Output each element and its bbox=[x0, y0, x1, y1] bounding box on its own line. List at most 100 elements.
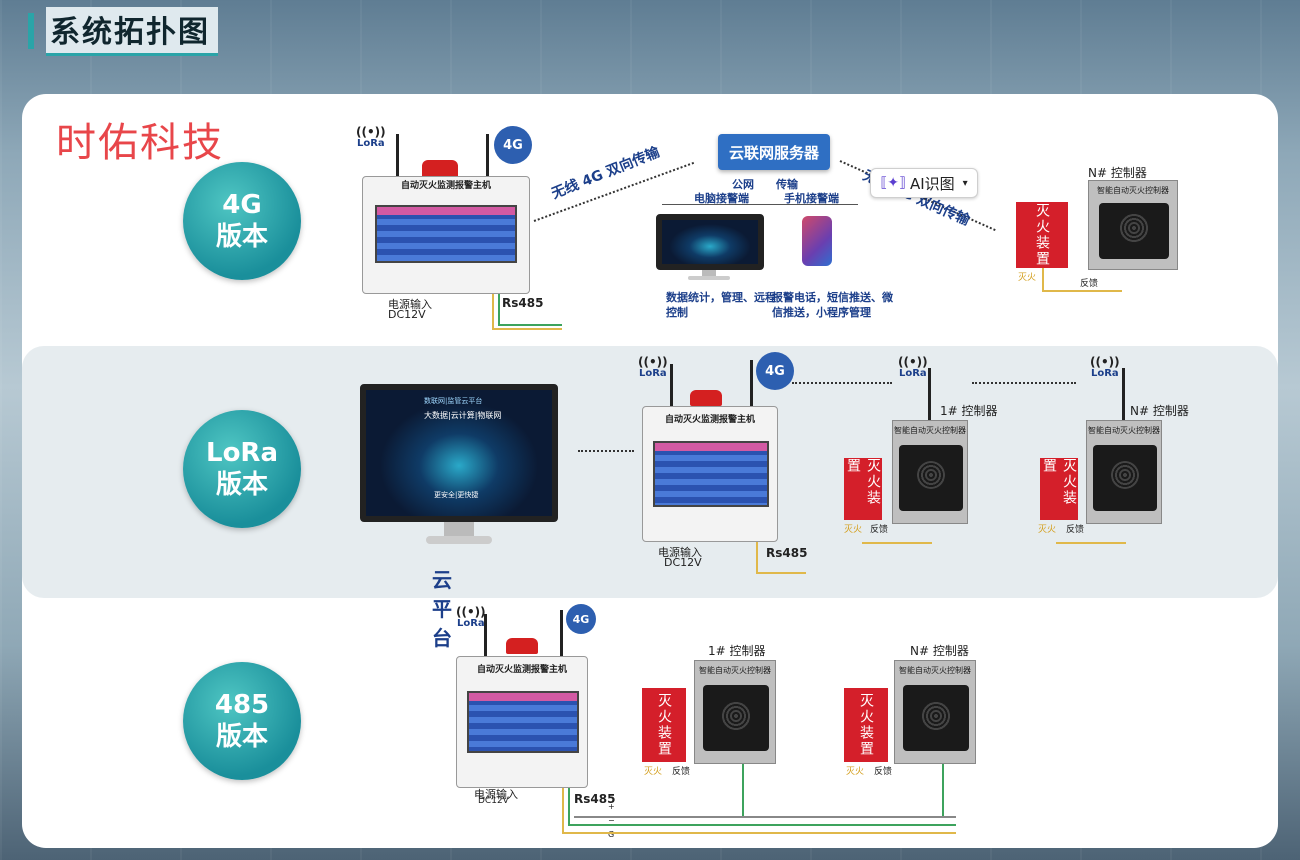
screen-sub: 大数据|云计算|物联网 bbox=[424, 411, 502, 420]
title-accent-bar bbox=[28, 13, 34, 49]
antenna-icon bbox=[750, 360, 753, 412]
wire bbox=[562, 832, 956, 834]
pc-end-label: 电脑接警端 bbox=[694, 192, 749, 205]
version-4g-circle: 4G 版本 bbox=[183, 162, 301, 280]
version-485-circle: 485 版本 bbox=[183, 662, 301, 780]
host-name: 自动灭火监测报警主机 bbox=[476, 665, 567, 675]
wire bbox=[498, 324, 562, 326]
ai-chip-label: AI识图 bbox=[909, 174, 955, 193]
controller-body: 智能自动灭火控制器 bbox=[894, 660, 976, 764]
controller-n-label: N# 控制器 bbox=[1088, 166, 1147, 180]
page-title: 系统拓扑图 bbox=[46, 6, 218, 56]
version-lora-circle: LoRa 版本 bbox=[183, 410, 301, 528]
host-enclosure: 自动灭火监测报警主机 bbox=[456, 656, 588, 788]
version-label: LoRa bbox=[206, 438, 278, 468]
lora-tag: ((•))LoRa bbox=[456, 605, 486, 629]
controller-model: 智能自动灭火控制器 bbox=[899, 666, 971, 675]
wire bbox=[1042, 268, 1044, 292]
public-net-label: 公网 bbox=[732, 178, 754, 191]
wire bbox=[742, 764, 744, 816]
antenna-icon bbox=[1122, 368, 1125, 422]
chevron-down-icon: ▾ bbox=[962, 177, 968, 189]
cloud-platform-screen: 数联网|监管云平台 大数据|云计算|物联网 更安全|更快捷 bbox=[360, 384, 558, 522]
fire-label: 灭火 bbox=[844, 525, 863, 535]
feedback-label: 反馈 bbox=[672, 767, 691, 777]
wire bbox=[1042, 290, 1122, 292]
phone-icon bbox=[802, 216, 832, 266]
wire bbox=[492, 294, 494, 330]
sparkle-scan-icon: ⟦✦⟧ bbox=[880, 175, 906, 191]
feedback-label: 反馈 bbox=[874, 767, 893, 777]
power-label: 电源输入 bbox=[474, 788, 518, 801]
version-label: 485 bbox=[214, 690, 270, 720]
antenna-icon bbox=[560, 610, 563, 658]
host-enclosure: 自动灭火监测报警主机 bbox=[642, 406, 778, 542]
wire bbox=[862, 542, 932, 544]
wire bbox=[942, 764, 944, 816]
controller-1-label: 1# 控制器 bbox=[940, 404, 998, 418]
controller-n-label: N# 控制器 bbox=[910, 644, 969, 658]
siren-icon bbox=[690, 390, 722, 406]
controller-body: 智能自动灭火控制器 bbox=[892, 420, 968, 524]
voltage-label: DC12V bbox=[664, 556, 702, 569]
antenna-icon bbox=[670, 364, 673, 412]
host-name: 自动灭火监测报警主机 bbox=[400, 181, 491, 191]
ai-recognize-button[interactable]: ⟦✦⟧ AI识图 ▾ bbox=[870, 168, 978, 198]
controller-n-label: N# 控制器 bbox=[1130, 404, 1189, 418]
badge-4g-icon: 4G bbox=[756, 352, 794, 390]
antenna-icon bbox=[486, 134, 489, 184]
wire bbox=[1056, 542, 1126, 544]
transfer-label: 传输 bbox=[776, 178, 798, 191]
wire-ground: G bbox=[608, 830, 615, 839]
wire bbox=[492, 328, 562, 330]
extinguisher-box: 灭火装置 bbox=[1016, 202, 1068, 268]
antenna-icon bbox=[396, 134, 399, 184]
pc-desc: 数据统计，管理、远程控制 bbox=[666, 291, 776, 319]
lora-tag: ((•))LoRa bbox=[356, 125, 386, 149]
antenna-icon bbox=[928, 368, 931, 422]
monitor-neck bbox=[444, 522, 474, 536]
topology-panel: 时佑科技 4G 版本 LoRa 版本 485 版本 ((•))LoRa 4G 自… bbox=[22, 94, 1278, 848]
version-label: 版本 bbox=[215, 470, 268, 500]
badge-4g-icon: 4G bbox=[566, 604, 596, 634]
host-name: 自动灭火监测报警主机 bbox=[664, 415, 755, 425]
bus-label: Rs485 bbox=[502, 296, 544, 310]
controller-model: 智能自动灭火控制器 bbox=[1088, 426, 1160, 435]
link-line bbox=[792, 382, 892, 384]
controller-model: 智能自动灭火控制器 bbox=[699, 666, 771, 675]
host-screen bbox=[375, 205, 517, 263]
controller-body: 智能自动灭火控制器 bbox=[1086, 420, 1162, 524]
wire bbox=[574, 816, 956, 818]
wire bbox=[568, 788, 570, 826]
voltage-label: DC12V bbox=[388, 308, 426, 321]
wire bbox=[568, 824, 956, 826]
lora-tag: ((•))LoRa bbox=[898, 355, 928, 379]
phone-desc: 报警电话，短信推送、微信推送，小程序管理 bbox=[772, 291, 893, 319]
connector-line bbox=[662, 204, 858, 205]
version-label: 版本 bbox=[215, 222, 268, 252]
controller-body: 智能自动灭火控制器 bbox=[1088, 180, 1178, 270]
feedback-label: 反馈 bbox=[1066, 525, 1085, 535]
extinguisher-box: 灭火装置 bbox=[844, 458, 882, 520]
antenna-icon bbox=[484, 614, 487, 658]
wire-plus: + bbox=[608, 802, 615, 811]
link-line bbox=[578, 450, 634, 452]
fire-label: 灭火 bbox=[644, 767, 663, 777]
host-enclosure: 自动灭火监测报警主机 bbox=[362, 176, 530, 294]
wire bbox=[498, 294, 500, 326]
extinguisher-box: 灭火装置 bbox=[642, 688, 686, 762]
controller-model: 智能自动灭火控制器 bbox=[894, 426, 966, 435]
power-label: 电源输入 bbox=[658, 546, 702, 559]
version-label: 4G bbox=[222, 190, 262, 220]
feedback-label: 反馈 bbox=[870, 525, 889, 535]
wire bbox=[756, 542, 758, 574]
screen-sub: 更安全|更快捷 bbox=[434, 491, 479, 499]
monitor-base bbox=[426, 536, 492, 544]
link-line bbox=[972, 382, 1076, 384]
bus-label: Rs485 bbox=[766, 546, 808, 560]
extinguisher-box: 灭火装置 bbox=[844, 688, 888, 762]
extinguisher-box: 灭火装置 bbox=[1040, 458, 1078, 520]
feedback-label: 反馈 bbox=[1080, 279, 1099, 289]
controller-body: 智能自动灭火控制器 bbox=[694, 660, 776, 764]
lora-tag: ((•))LoRa bbox=[638, 355, 668, 379]
